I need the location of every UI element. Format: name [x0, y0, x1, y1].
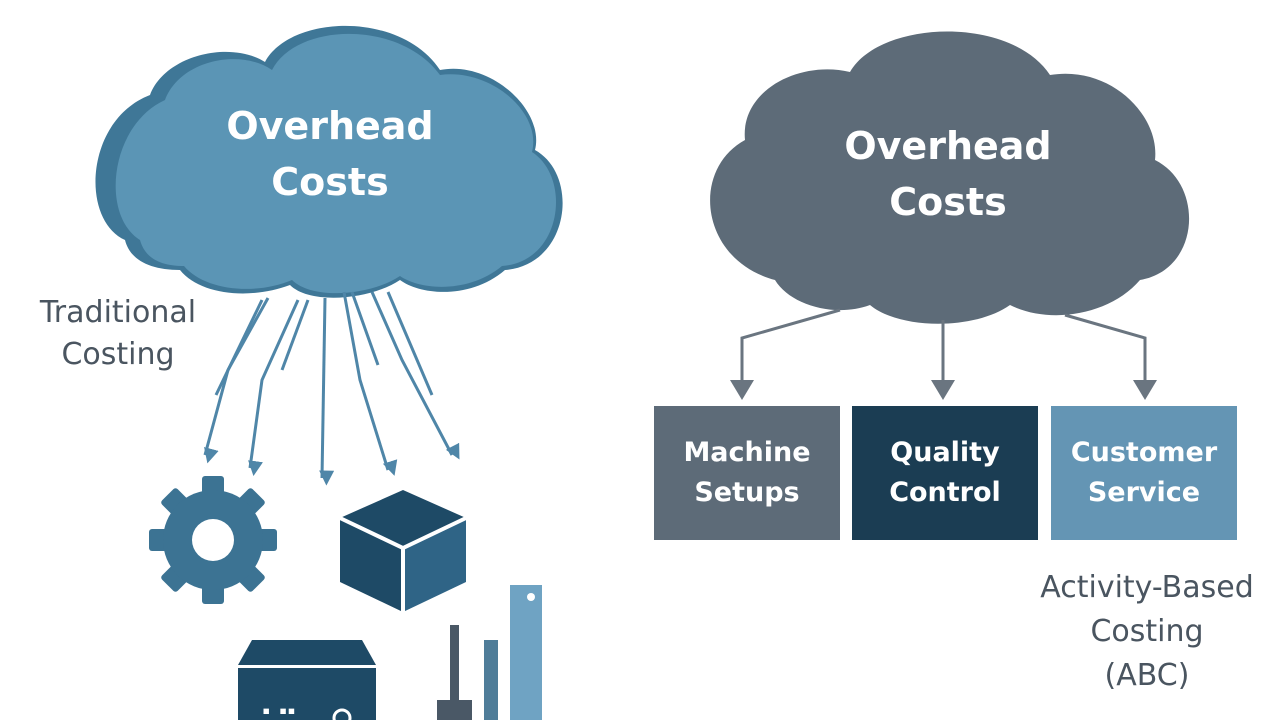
allocation-arrow — [248, 299, 300, 477]
factory-icon: ▪ ▪▪ — [238, 640, 376, 720]
abc-caption-line2: Costing — [1090, 614, 1204, 649]
allocation-arrow — [319, 297, 335, 486]
allocation-arrow — [370, 291, 460, 460]
traditional-costing-caption: Traditional Costing — [18, 292, 218, 376]
quality-control-line2: Control — [889, 477, 1001, 508]
arrow-to-machine-setups — [740, 308, 841, 385]
customer-service-line2: Service — [1087, 477, 1201, 508]
traditional-cloud-label: Overhead Costs — [200, 98, 460, 210]
box-icon — [339, 490, 467, 612]
customer-service-box-bg — [1051, 406, 1237, 540]
bar-chart-icon — [437, 585, 542, 720]
traditional-cloud-line1: Overhead — [226, 104, 434, 148]
abc-caption-line1: Activity-Based — [1040, 570, 1254, 605]
traditional-caption-line2: Costing — [61, 337, 175, 372]
allocation-arrow — [280, 299, 310, 371]
quality-control-box: Quality Control — [852, 406, 1038, 540]
machine-setups-box-bg — [654, 406, 840, 540]
traditional-cloud — [95, 25, 563, 298]
customer-service-line1: Customer — [1070, 437, 1218, 468]
allocation-arrow — [342, 291, 398, 476]
allocation-arrow — [350, 291, 380, 366]
traditional-caption-line1: Traditional — [39, 295, 197, 330]
abc-costing-caption: Activity-Based Costing (ABC) — [1022, 566, 1272, 698]
machine-setups-box: Machine Setups — [654, 406, 840, 540]
allocation-arrow — [386, 291, 434, 396]
abc-allocation-arrows — [730, 308, 1157, 400]
abc-cloud-line2: Costs — [889, 180, 1007, 224]
quality-control-line1: Quality — [890, 437, 1000, 468]
abc-cloud — [710, 31, 1190, 324]
svg-text:▪ ▪▪: ▪ ▪▪ — [262, 703, 296, 719]
machine-setups-line2: Setups — [694, 477, 800, 508]
traditional-cloud-line2: Costs — [271, 160, 389, 204]
customer-service-box: Customer Service — [1051, 406, 1237, 540]
traditional-allocation-arrows — [203, 291, 460, 486]
gear-icon — [149, 476, 277, 604]
allocation-arrow — [214, 299, 264, 396]
abc-cloud-label: Overhead Costs — [818, 118, 1078, 230]
quality-control-box-bg — [852, 406, 1038, 540]
abc-caption-line3: (ABC) — [1104, 658, 1190, 693]
arrow-to-customer-service — [1064, 313, 1147, 385]
machine-setups-line1: Machine — [683, 437, 811, 468]
abc-cloud-line1: Overhead — [844, 124, 1052, 168]
